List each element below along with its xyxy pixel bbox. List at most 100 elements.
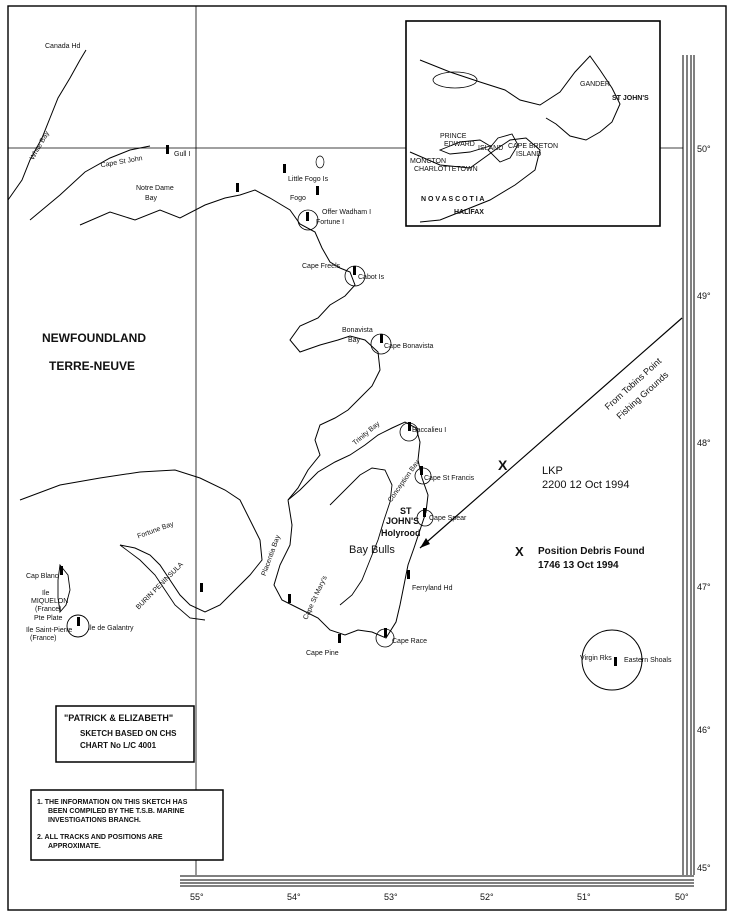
fortune-i-label: Fortune I: [316, 219, 344, 226]
inset-halifax: HALIFAX: [454, 209, 484, 216]
little-fogo-island: [315, 155, 325, 169]
title-box: [55, 705, 195, 763]
notre-dame-bay-label-1: Notre Dame: [136, 185, 174, 192]
cabot-label: Cabot Is: [358, 274, 385, 281]
inset-pei-1: PRINCE: [440, 133, 467, 140]
lkp-title: LKP: [542, 465, 563, 477]
fogo-label: Fogo: [290, 195, 306, 202]
cape-spear-label: Cape Spear: [429, 515, 467, 522]
track-arrowhead: [420, 538, 430, 548]
inset-st-johns: ST JOHN'S: [612, 95, 649, 102]
title-line2: CHART No L/C 4001: [80, 741, 157, 750]
note1-line3: INVESTIGATIONS BRANCH.: [48, 817, 141, 824]
lat-label-49: 49°: [697, 291, 711, 301]
note1-line1: 1. THE INFORMATION ON THIS SKETCH HAS: [37, 799, 188, 806]
cape-st-john-label: Cape St John: [100, 155, 143, 169]
cap-blanc-label: Cap Blanc: [26, 573, 59, 580]
newfoundland-label: NEWFOUNDLAND: [42, 331, 146, 345]
lat-label-47: 47°: [697, 582, 711, 592]
virgin-rocks-marker: [614, 657, 617, 666]
white-bay-coast: [29, 145, 151, 221]
lon-label-54: 54°: [287, 892, 301, 902]
trinity-bay-label: Trinity Bay: [352, 420, 382, 447]
white-bay-label: White Bay: [29, 130, 51, 162]
bonavista-bay-label-1: Bonavista: [342, 327, 373, 334]
ferryland-label: Ferryland Hd: [412, 585, 453, 592]
map-frame: [7, 5, 727, 911]
offer-wadham-circle: [297, 209, 319, 231]
burin-label: BURIN PENINSULA: [135, 561, 185, 611]
little-fogo-label: Little Fogo Is: [288, 176, 329, 183]
inset-map: [405, 20, 661, 227]
canada-hd-label: Canada Hd: [45, 43, 81, 50]
lat-label-45: 45°: [697, 863, 711, 873]
cape-bonavista-label: Cape Bonavista: [384, 343, 434, 350]
inset-nova-scotia: N O V A S C O T I A: [421, 196, 484, 203]
track-line: [419, 317, 683, 549]
lon-label-55: 55°: [190, 892, 204, 902]
cape-race-label: Cape Race: [392, 638, 427, 645]
fortune-bay-label: Fortune Bay: [137, 521, 176, 541]
note2-line1: 2. ALL TRACKS AND POSITIONS ARE: [37, 834, 163, 841]
bay-bulls-label: Bay Bulls: [349, 544, 395, 556]
st-johns-label-2: JOHN'S: [386, 516, 419, 526]
longitude-scale: [180, 875, 694, 887]
lighthouse-markers: [60, 145, 426, 643]
cape-freels-label: Cape Freels: [302, 263, 341, 270]
lon-label-52: 52°: [480, 892, 494, 902]
holyrood-label: Holyrood: [381, 528, 421, 538]
inset-pei-3: ISLAND: [478, 145, 503, 152]
lon-label-51: 51°: [577, 892, 591, 902]
notes-box: [30, 789, 224, 861]
inset-moncton: MONCTON: [410, 158, 446, 165]
note1-line2: BEEN COMPILED BY THE T.S.B. MARINE: [48, 808, 185, 815]
bonavista-bay-label-2: Bay: [348, 337, 361, 344]
latitude-scale: [682, 55, 695, 875]
miquelon-label-1: Ile: [42, 590, 50, 597]
virgin-rocks-circle: [581, 629, 643, 691]
st-pierre-label-1: Ile Saint-Pierre: [26, 627, 72, 634]
note2-line2: APPROXIMATE.: [48, 843, 101, 850]
lon-label-50: 50°: [675, 892, 689, 902]
lat-label-46: 46°: [697, 725, 711, 735]
miquelon-label-2: MIQUELON: [31, 598, 68, 605]
inset-cape-breton-2: ISLAND: [516, 151, 541, 158]
northeast-coast: [79, 189, 381, 501]
pte-plate-label: Pte Plate: [34, 615, 63, 622]
miquelon-island: [57, 563, 71, 614]
lkp-time: 2200 12 Oct 1994: [542, 479, 629, 491]
inset-cape-breton-1: CAPE BRETON: [508, 143, 558, 150]
inset-charlottetown: CHARLOTTETOWN: [414, 166, 478, 173]
title-line1: SKETCH BASED ON CHS: [80, 729, 177, 738]
lat-label-50: 50°: [697, 144, 711, 154]
cape-st-francis-label: Cape St Francis: [424, 475, 475, 482]
northern-peninsula-west-coast: [7, 49, 87, 201]
offer-wadham-label: Offer Wadham I: [322, 209, 371, 216]
lkp-x-marker: X: [498, 457, 508, 473]
miquelon-label-3: (France): [35, 606, 61, 613]
baccalieu-label: Baccalieu I: [412, 427, 446, 434]
virgin-rks-label: Virgin Rks: [580, 655, 612, 662]
gull-i-label: Gull I: [174, 151, 190, 158]
inset-gander: GANDER: [580, 81, 610, 88]
st-pierre-circle: [66, 614, 90, 638]
debris-time: 1746 13 Oct 1994: [538, 560, 619, 571]
conception-bay-label: Conception Bay: [387, 459, 421, 504]
inset-pei-2: EDWARD: [444, 141, 475, 148]
title-vessel: "PATRICK & ELIZABETH": [64, 713, 173, 723]
st-marys-label: Cape St Mary's: [302, 574, 329, 621]
debris-x-marker: X: [515, 544, 524, 559]
st-johns-label-1: ST: [400, 506, 412, 516]
south-coast: [19, 469, 263, 613]
debris-title: Position Debris Found: [538, 546, 645, 557]
cape-pine-label: Cape Pine: [306, 650, 339, 657]
notre-dame-bay-label-2: Bay: [145, 195, 158, 202]
lon-label-53: 53°: [384, 892, 398, 902]
burin-peninsula: [119, 544, 206, 621]
eastern-shoals-label: Eastern Shoals: [624, 657, 672, 664]
lat-label-48: 48°: [697, 438, 711, 448]
avalon-peninsula: [273, 421, 429, 639]
conception-bay-shore: [329, 467, 393, 606]
terre-neuve-label: TERRE-NEUVE: [49, 359, 135, 373]
